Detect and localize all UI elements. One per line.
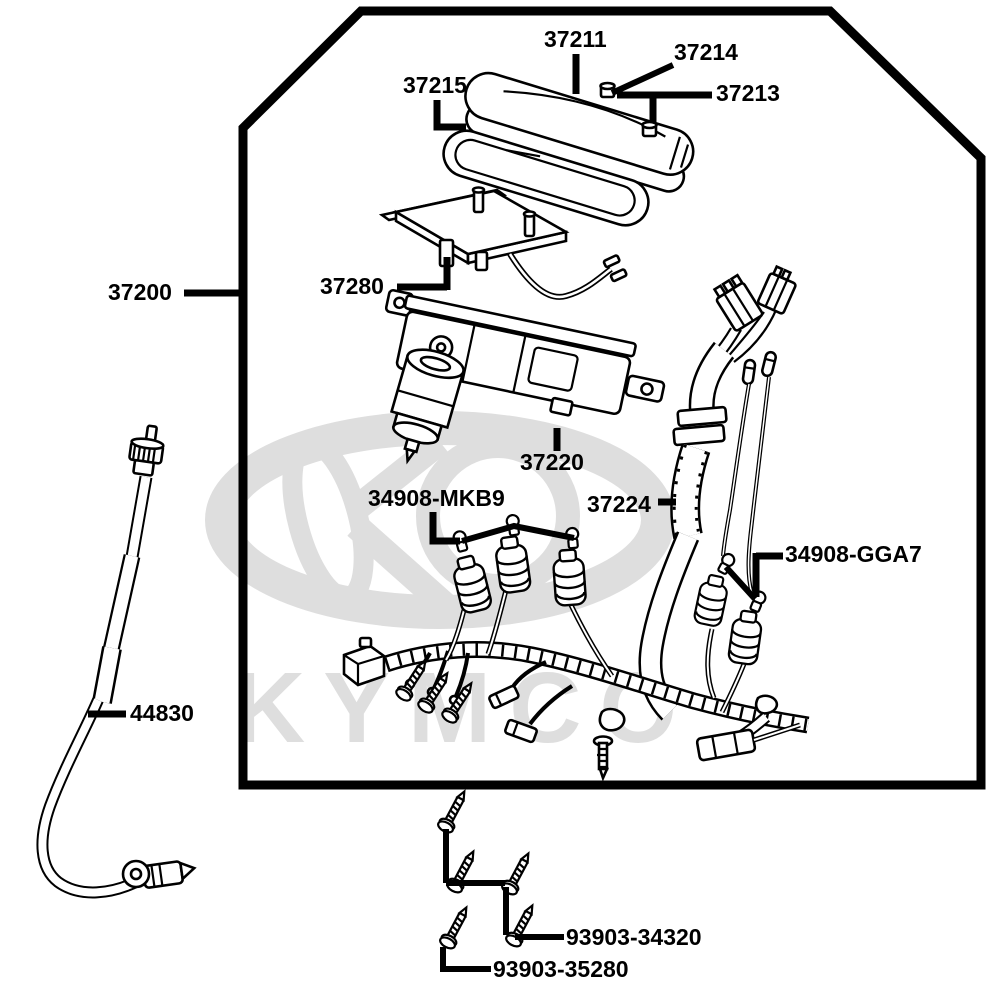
part-label-93903-34320: 93903-34320	[566, 924, 702, 950]
bulb-socket-icon	[726, 608, 765, 667]
part-label-44830: 44830	[130, 700, 194, 726]
screw-icon	[437, 902, 475, 952]
part-label-37213: 37213	[716, 80, 780, 106]
part-label-37215: 37215	[403, 72, 467, 98]
meter-cover-stud-37214	[599, 81, 616, 99]
part-label-37200: 37200	[108, 279, 172, 305]
part-label-37211: 37211	[544, 26, 607, 52]
meter-plate-drawing	[378, 186, 628, 300]
speedometer-cable-drawing	[36, 424, 197, 899]
bulb-socket-icon	[492, 533, 533, 595]
harness-screw-vertical	[592, 735, 614, 782]
part-label-34908-gga7: 34908-GGA7	[785, 541, 922, 567]
meter-cover-stud-37213	[641, 120, 658, 138]
meter-lens-drawing	[442, 129, 650, 227]
bulb-socket-icon	[692, 572, 731, 629]
part-label-37214: 37214	[674, 39, 738, 65]
leader-lines	[88, 54, 783, 972]
part-label-93903-35280: 93903-35280	[493, 956, 629, 982]
screw-icon	[444, 846, 482, 896]
part-label-37280: 37280	[320, 273, 384, 299]
diagram-border	[238, 6, 986, 790]
screw-icon	[503, 900, 541, 950]
part-label-34908-mkb9: 34908-MKB9	[368, 485, 505, 511]
part-label-37224: 37224	[587, 491, 651, 517]
screw-icon	[435, 786, 473, 836]
part-label-37220: 37220	[520, 449, 584, 475]
bulb-socket-group-gga7	[692, 550, 769, 714]
bulb-socket-group-mkb9	[443, 513, 615, 678]
wire-harness-drawing	[342, 264, 810, 782]
meter-body-drawing	[384, 288, 666, 465]
mounting-screws-group	[435, 786, 541, 952]
